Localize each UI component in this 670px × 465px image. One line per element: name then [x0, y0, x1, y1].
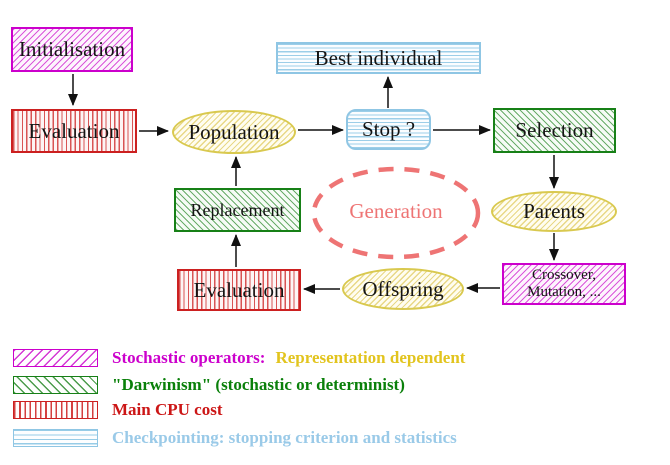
- node-replacement: Replacement: [174, 188, 301, 232]
- legend-text-stochastic-primary: Stochastic operators:: [112, 348, 266, 367]
- node-offspring: Offspring: [342, 268, 464, 310]
- legend-text-stochastic-secondary: Representation dependent: [275, 348, 466, 367]
- node-replacement-label: Replacement: [190, 199, 285, 220]
- legend-text-darwinism: "Darwinism" (stochastic or determinist): [112, 375, 405, 394]
- legend-text-main-cpu-cost: Main CPU cost: [112, 400, 223, 419]
- node-evaluation-bottom: Evaluation: [177, 269, 301, 311]
- node-evaluation-bottom-label: Evaluation: [193, 277, 285, 302]
- legend-swatch-main-cpu-cost: [13, 401, 98, 419]
- legend-text-checkpointing-label: Checkpointing: stopping criterion and st…: [112, 428, 457, 447]
- legend-text-cpu-label: Main CPU cost: [112, 400, 223, 419]
- node-selection-label: Selection: [515, 118, 594, 143]
- node-crossover-mutation: Crossover, Mutation, ...: [502, 263, 626, 305]
- node-evaluation-top: Evaluation: [11, 109, 137, 153]
- node-selection: Selection: [493, 108, 616, 153]
- node-parents: Parents: [491, 191, 617, 232]
- generation-label: Generation: [349, 199, 443, 223]
- node-population-label: Population: [188, 119, 280, 144]
- node-offspring-label: Offspring: [362, 276, 444, 301]
- legend-text-darwinism-label: "Darwinism" (stochastic or determinist): [112, 375, 405, 394]
- legend-swatch-stochastic-operators: [13, 349, 98, 367]
- node-stop: Stop ?: [346, 109, 431, 150]
- node-best-individual: Best individual: [276, 42, 481, 74]
- node-crossover-label-line2: Mutation, ...: [527, 284, 601, 300]
- node-initialisation-label: Initialisation: [18, 37, 126, 62]
- legend-text-stochastic-operators: Stochastic operators: Representation dep…: [112, 348, 466, 367]
- legend-swatch-darwinism: [13, 376, 98, 394]
- node-initialisation: Initialisation: [11, 27, 133, 72]
- legend-text-checkpointing: Checkpointing: stopping criterion and st…: [112, 428, 457, 447]
- node-population: Population: [172, 110, 296, 154]
- generation-dashed-ellipse: [311, 166, 481, 260]
- node-best-individual-label: Best individual: [314, 45, 443, 70]
- node-evaluation-top-label: Evaluation: [28, 118, 120, 143]
- node-parents-label: Parents: [523, 199, 585, 224]
- node-stop-label: Stop ?: [361, 117, 416, 142]
- legend-swatch-checkpointing: [13, 429, 98, 447]
- node-crossover-label-line1: Crossover,: [532, 266, 596, 283]
